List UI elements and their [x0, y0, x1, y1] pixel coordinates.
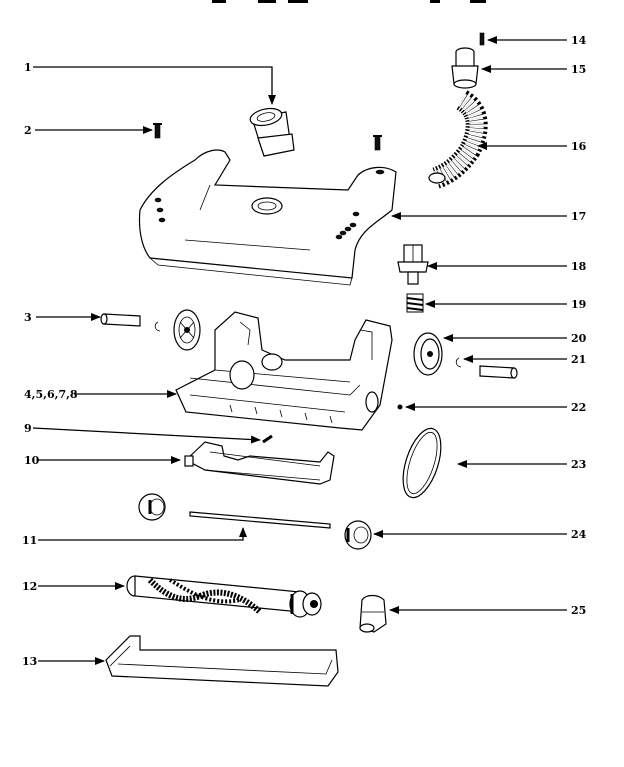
part-12-brushroll	[126, 575, 322, 618]
callout-labels: 1 2 3 4,5,6,7,8 9 10 11 12 13 14 15 16 1…	[22, 34, 587, 668]
part-13-bumper	[105, 635, 339, 687]
part-20-wheel	[413, 332, 443, 376]
part-17-hood	[138, 149, 397, 286]
callout-17: 17	[571, 210, 586, 223]
callout-23: 23	[571, 458, 586, 471]
callout-11: 11	[22, 534, 37, 547]
leader-lines	[32, 36, 567, 665]
cropped-header-marks	[212, 0, 486, 3]
part-clip-left	[154, 321, 161, 332]
callout-20: 20	[571, 332, 587, 345]
callout-10: 10	[24, 454, 40, 467]
callout-16: 16	[571, 140, 587, 153]
part-24-endcap	[344, 520, 372, 550]
part-15-cuff	[451, 47, 479, 89]
part-screw-hood	[373, 135, 382, 151]
part-14-screw	[479, 32, 485, 46]
part-16-hose	[428, 90, 488, 189]
callout-13: 13	[22, 655, 37, 668]
callout-12: 12	[22, 580, 37, 593]
part-2-screw	[153, 123, 162, 139]
part-wheel-left	[173, 309, 201, 351]
part-1-adapter	[249, 107, 295, 157]
part-22-ball	[397, 404, 403, 410]
part-25-elbow	[359, 594, 387, 633]
callout-2: 2	[24, 124, 32, 137]
part-3-axle	[100, 313, 141, 327]
part-4-8-base	[175, 311, 393, 431]
part-18-valve	[397, 244, 429, 285]
callout-3: 3	[24, 311, 32, 324]
part-23-belt	[402, 427, 442, 499]
part-9-pin	[262, 434, 273, 444]
callout-24: 24	[571, 528, 587, 541]
callout-4-8: 4,5,6,7,8	[24, 388, 78, 401]
part-11-shaft	[138, 493, 331, 529]
callout-25: 25	[571, 604, 586, 617]
part-21-clip-axle	[455, 357, 518, 379]
callout-22: 22	[571, 401, 586, 414]
callout-14: 14	[571, 34, 587, 47]
callout-15: 15	[571, 63, 586, 76]
callout-21: 21	[571, 353, 586, 366]
part-10-bracket	[184, 441, 335, 485]
callout-1: 1	[24, 61, 32, 74]
callout-9: 9	[24, 422, 32, 435]
callout-18: 18	[571, 260, 587, 273]
callout-19: 19	[571, 298, 586, 311]
part-19-spring	[406, 293, 424, 313]
